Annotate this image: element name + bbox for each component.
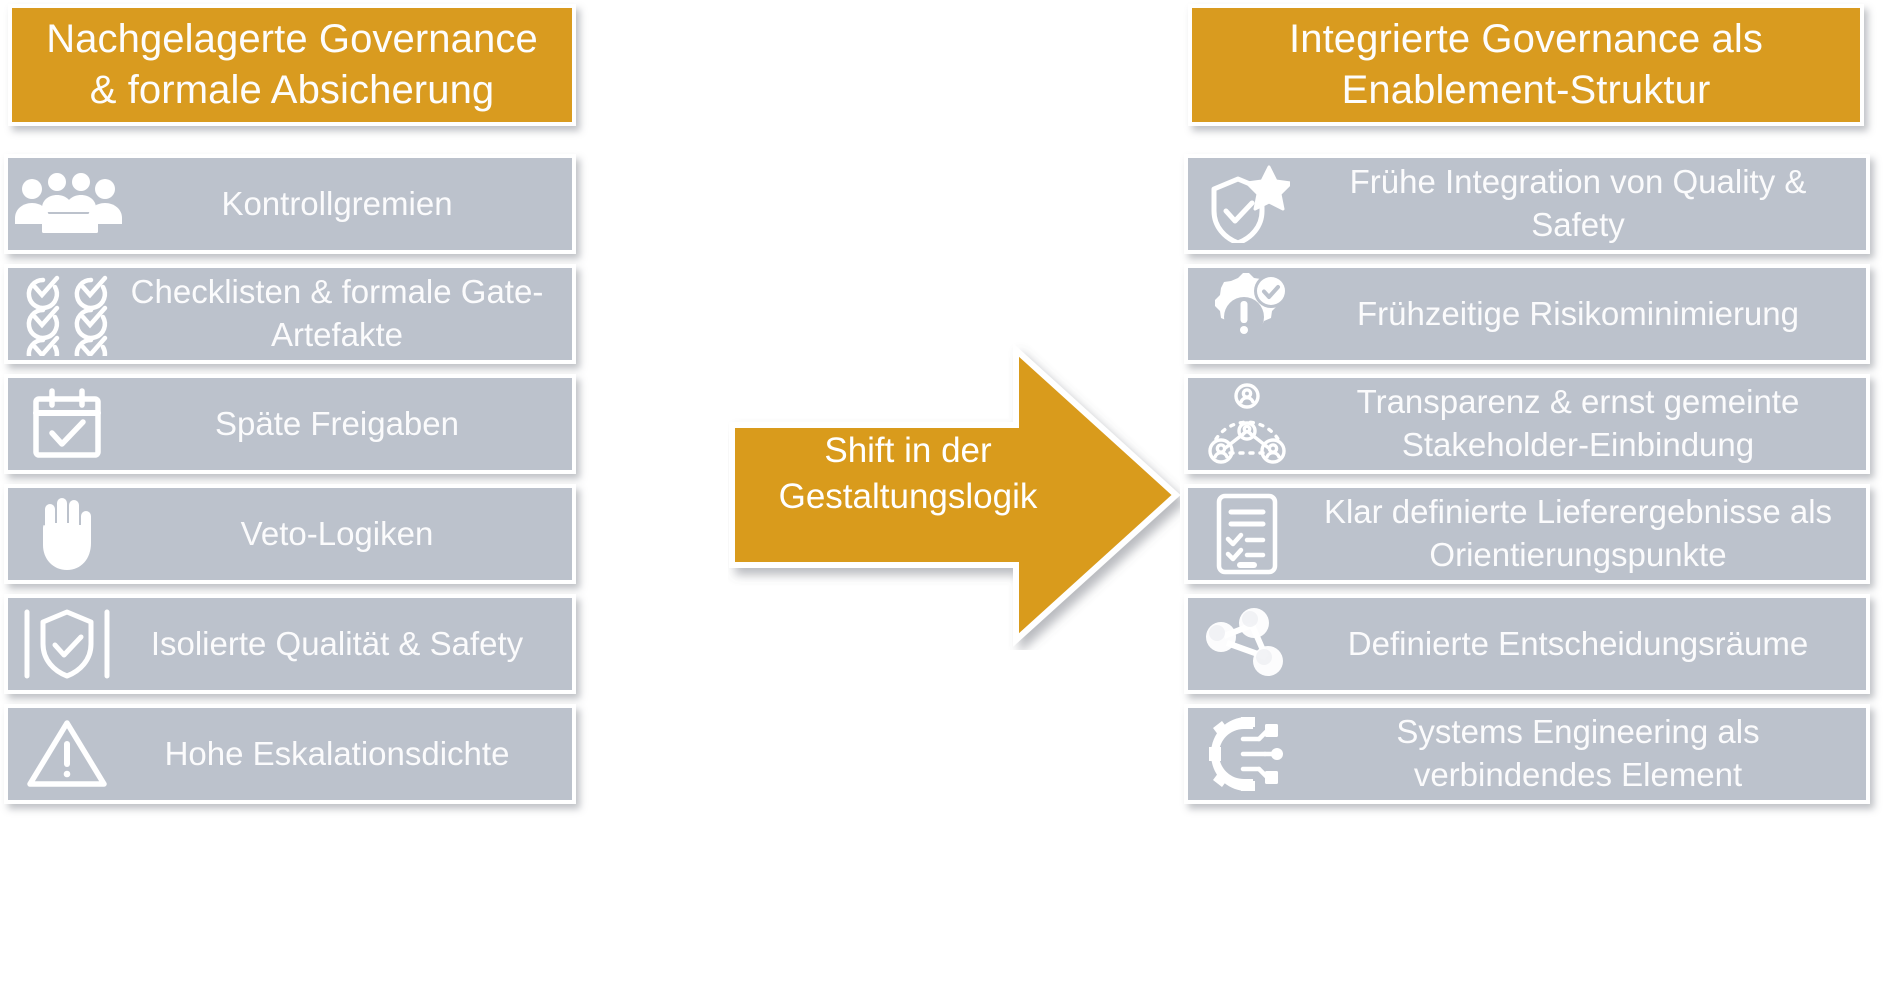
right-item-label: Klar definierte Lieferergebnisse als Ori… — [1323, 493, 1833, 573]
right-item-transparenz-stakeholder[interactable]: Transparenz & ernst gemeinte Stakeholder… — [1184, 374, 1870, 474]
right-item-label: Frühe Integration von Quality & Safety — [1349, 163, 1807, 243]
right-item-label: Frühzeitige Risikominimierung — [1357, 294, 1799, 332]
right-item-klar-definierte-lieferergebnisse[interactable]: Klar definierte Lieferergebnisse als Ori… — [1184, 484, 1870, 584]
people-group-icon — [8, 158, 126, 250]
left-item-label: Späte Freigaben — [214, 404, 459, 442]
right-column-header-title: Integrierte Governance als Enablement-St… — [1192, 14, 1860, 116]
left-item-label: Kontrollgremien — [221, 184, 453, 222]
right-item-label: Transparenz & ernst gemeinte Stakeholder… — [1356, 383, 1800, 463]
right-header-line-2: Enablement-Struktur — [1341, 68, 1711, 112]
calendar-check-icon — [8, 378, 126, 470]
node-graph-icon — [1188, 598, 1306, 690]
shield-check-star-icon — [1188, 158, 1306, 250]
right-item-label: Definierte Entscheidungsräume — [1347, 624, 1809, 662]
left-item-hohe-eskalationsdichte[interactable]: Hohe Eskalationsdichte — [4, 704, 576, 804]
left-item-label: Hohe Eskalationsdichte — [164, 734, 510, 772]
gear-circuit-icon — [1188, 708, 1306, 800]
warning-triangle-icon — [8, 708, 126, 800]
left-header-line-1: Nachgelagerte Governance — [46, 16, 538, 61]
left-item-label: Isolierte Qualität & Safety — [150, 624, 524, 662]
left-item-label: Checklisten & formale Gate-Artefakte — [130, 273, 544, 353]
right-item-fruehe-integration[interactable]: Frühe Integration von Quality & Safety — [1184, 154, 1870, 254]
left-item-spaete-freigaben[interactable]: Späte Freigaben — [4, 374, 576, 474]
shift-arrow: Shift in der Gestaltungslogik — [728, 340, 1180, 650]
left-item-kontrollgremien[interactable]: Kontrollgremien — [4, 154, 576, 254]
isolated-shield-check-icon — [8, 598, 126, 690]
right-header-line-1: Integrierte Governance als — [1289, 16, 1763, 61]
left-column-header-title: Nachgelagerte Governance & formale Absic… — [12, 14, 572, 116]
tablet-checklist-icon — [1188, 488, 1306, 580]
right-column-header: Integrierte Governance als Enablement-St… — [1188, 4, 1864, 126]
stop-hand-icon — [8, 488, 126, 580]
right-item-label: Systems Engineering als verbindendes Ele… — [1396, 713, 1760, 793]
checklist-grid-icon — [8, 268, 126, 360]
right-item-fruehzeitige-risikominimierung[interactable]: Frühzeitige Risikominimierung — [1184, 264, 1870, 364]
stakeholder-network-icon — [1188, 378, 1306, 470]
right-item-definierte-entscheidungsraeume[interactable]: Definierte Entscheidungsräume — [1184, 594, 1870, 694]
left-item-checklisten-gate-artefakte[interactable]: Checklisten & formale Gate-Artefakte — [4, 264, 576, 364]
left-item-veto-logiken[interactable]: Veto-Logiken — [4, 484, 576, 584]
left-column-header: Nachgelagerte Governance & formale Absic… — [8, 4, 576, 126]
left-item-label: Veto-Logiken — [240, 514, 434, 552]
left-header-line-2: & formale Absicherung — [89, 68, 495, 112]
right-item-systems-engineering[interactable]: Systems Engineering als verbindendes Ele… — [1184, 704, 1870, 804]
left-item-isolierte-qualitaet-safety[interactable]: Isolierte Qualität & Safety — [4, 594, 576, 694]
gear-alert-check-icon — [1188, 268, 1306, 360]
